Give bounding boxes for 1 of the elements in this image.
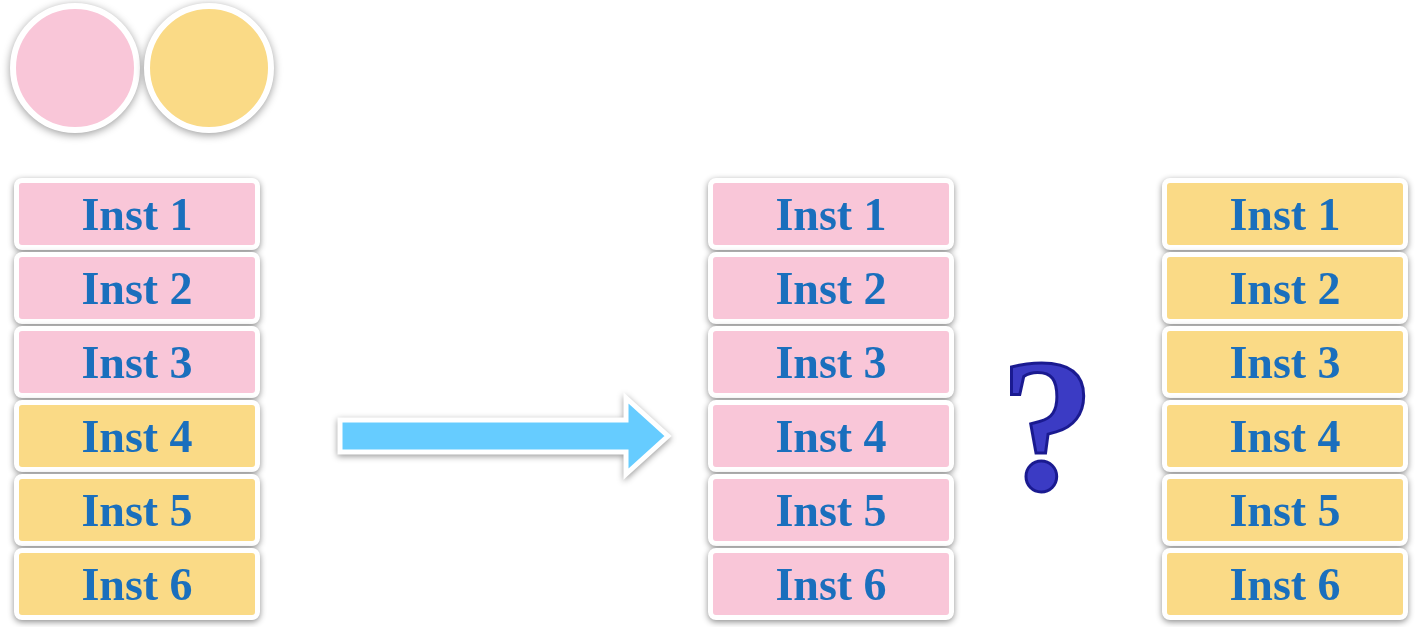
question-mark: ? <box>1000 330 1095 520</box>
